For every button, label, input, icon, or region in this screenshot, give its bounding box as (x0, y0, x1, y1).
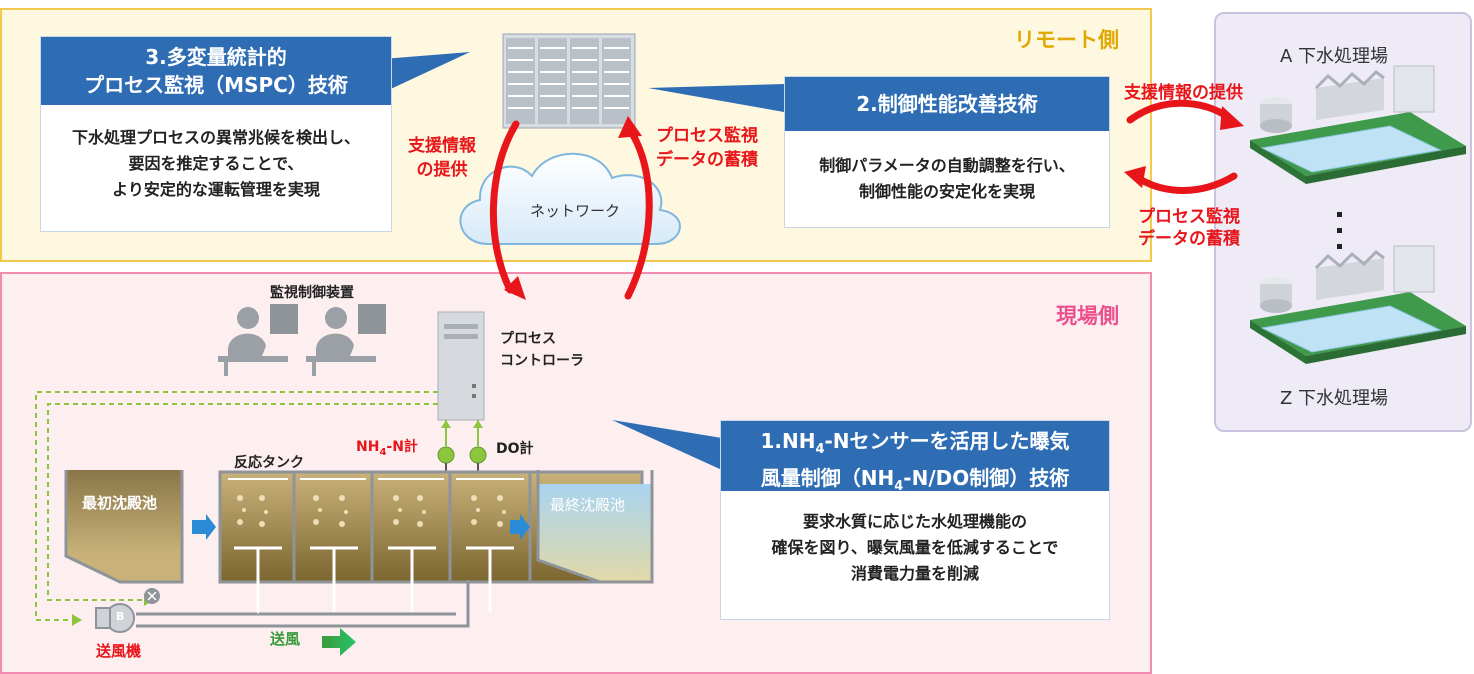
plant-a-label: A 下水処理場 (1280, 46, 1389, 67)
plant-a-icon (1250, 65, 1466, 184)
accum-arrow-left (1134, 172, 1238, 194)
server-rack-icon (502, 33, 636, 129)
accum-label-left: プロセス監視 データの蓄積 (656, 126, 758, 170)
control-body: 制御パラメータの自動調整を行い、 制御性能の安定化を実現 (785, 131, 1109, 205)
aeration-body: 要求水質に応じた水処理機能の 確保を図り、曝気風量を低減することで 消費電力量を… (721, 491, 1109, 587)
aeration-card: 1.NH4-Nセンサーを活用した曝気 風量制御（NH4-N/DO制御）技術 要求… (720, 420, 1110, 620)
operator-icon (306, 304, 386, 376)
operator-icon (218, 304, 298, 376)
accum-arrow-up (624, 126, 653, 300)
process-controller-icon (437, 311, 485, 421)
flow-arrow (510, 514, 530, 540)
nh4-sensor-icon (437, 446, 455, 464)
control-body-line: 制御パラメータの自動調整を行い、 (819, 156, 1075, 175)
first-settling-basin-icon (64, 470, 184, 584)
do-sensor-icon (469, 446, 487, 464)
aeration-body-line: 要求水質に応じた水処理機能の (802, 512, 1027, 531)
aeration-title-line1: 1.NH4-Nセンサーを活用した曝気 (760, 429, 1070, 457)
air-pipe (136, 580, 470, 628)
remote-zone-title: リモート側 (1014, 28, 1119, 52)
final-settling-basin-icon (536, 470, 654, 584)
nh4-sensor-label: NH4-N計 (356, 439, 418, 458)
first-basin-label: 最初沈殿池 (82, 494, 158, 512)
site-zone-title: 現場側 (1056, 304, 1119, 328)
air-arrow-icon (322, 628, 356, 656)
control-card: 2.制御性能改善技術 制御パラメータの自動調整を行い、 制御性能の安定化を実現 (784, 76, 1110, 228)
monitor-label: 監視制御装置 (270, 285, 354, 301)
network-cloud-icon (459, 152, 681, 245)
mspc-callout-pointer (370, 52, 470, 94)
controller-label: プロセス コントローラ (500, 331, 584, 369)
support-label-left: 支援情報 の提供 (408, 136, 476, 180)
aeration-body-line: 確保を図り、曝気風量を低減することで (771, 538, 1059, 557)
aeration-title-line2: 風量制御（NH4-N/DO制御）技術 (760, 466, 1070, 494)
mspc-title-line1: 3.多変量統計的 (145, 45, 287, 69)
plant-z-icon (1250, 245, 1466, 364)
aeration-body-line: 消費電力量を削減 (850, 564, 979, 583)
blower-icon (95, 603, 135, 633)
ellipsis-dot (1337, 228, 1342, 233)
blower-letter: B (116, 610, 125, 623)
ellipsis-dot (1337, 244, 1342, 249)
aeration-card-header: 1.NH4-Nセンサーを活用した曝気 風量制御（NH4-N/DO制御）技術 (721, 421, 1109, 494)
mspc-body-line: 下水処理プロセスの異常兆候を検出し、 (71, 128, 360, 147)
control-card-header: 2.制御性能改善技術 (785, 77, 1109, 131)
plant-z-label: Z 下水処理場 (1280, 388, 1389, 409)
support-arrow-right (1126, 99, 1234, 124)
support-arrow-down (489, 120, 520, 294)
accum-label-right: プロセス監視 データの蓄積 (1138, 207, 1240, 249)
control-callout-pointer (648, 84, 784, 112)
control-line (35, 391, 438, 621)
ellipsis-dot (1337, 212, 1342, 217)
mspc-title-line2: プロセス監視（MSPC）技術 (84, 73, 348, 97)
mspc-body-line: 要因を推定することで、 (128, 154, 304, 173)
blower-label: 送風機 (96, 642, 142, 660)
aeration-callout-pointer (612, 420, 722, 470)
mspc-body: 下水処理プロセスの異常兆候を検出し、 要因を推定することで、 より安定的な運転管… (41, 105, 391, 203)
network-label: ネットワーク (530, 202, 621, 220)
mspc-card-header: 3.多変量統計的 プロセス監視（MSPC）技術 (41, 37, 391, 105)
reaction-tank-label: 反応タンク (234, 455, 304, 471)
control-line (47, 403, 438, 601)
mspc-card: 3.多変量統計的 プロセス監視（MSPC）技術 下水処理プロセスの異常兆候を検出… (40, 36, 392, 232)
final-basin-label: 最終沈殿池 (550, 496, 626, 514)
flow-arrow (192, 514, 216, 540)
support-label-right: 支援情報の提供 (1124, 83, 1243, 103)
control-body-line: 制御性能の安定化を実現 (858, 182, 1035, 201)
do-sensor-label: DO計 (496, 441, 534, 457)
mspc-body-line: より安定的な運転管理を実現 (112, 180, 320, 199)
air-label: 送風 (270, 630, 301, 648)
